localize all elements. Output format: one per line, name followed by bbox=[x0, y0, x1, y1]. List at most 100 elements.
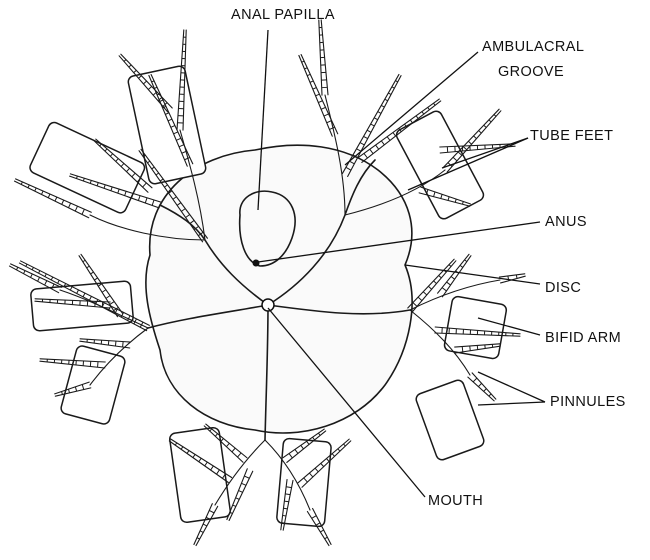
pinnule-segment bbox=[357, 149, 361, 151]
pinnule-segment bbox=[35, 188, 36, 191]
pinnule-segment bbox=[75, 206, 77, 211]
pinnule-segment bbox=[145, 198, 147, 203]
pinnule-segment bbox=[87, 266, 90, 268]
pinnule-segment bbox=[21, 182, 22, 184]
pinnule-segment bbox=[338, 449, 340, 451]
arm-plate bbox=[60, 345, 126, 426]
pinnule-segment bbox=[48, 194, 50, 198]
pinnule-segment bbox=[371, 124, 375, 126]
pinnule-segment bbox=[58, 280, 60, 283]
pinnule-segment bbox=[82, 209, 84, 214]
pinnule-segment bbox=[462, 346, 463, 351]
pinnule-segment bbox=[474, 136, 477, 139]
pinnule-segment bbox=[439, 275, 442, 277]
pinnule-segment bbox=[460, 265, 463, 267]
pinnule-segment bbox=[321, 107, 325, 109]
pinnule-segment bbox=[413, 303, 417, 307]
pinnule-segment bbox=[367, 130, 371, 132]
label-disc: DISC bbox=[545, 280, 581, 296]
label-pinnules: PINNULES bbox=[550, 394, 626, 410]
label-ambulacral: AMBULACRAL bbox=[482, 39, 584, 55]
pinnule-segment bbox=[241, 483, 246, 485]
pinnule-segment bbox=[28, 185, 29, 188]
pinnule-segment bbox=[123, 342, 124, 347]
pinnule-segment bbox=[26, 264, 27, 266]
pinnule-segment bbox=[449, 265, 451, 267]
pinnule-segment bbox=[364, 136, 368, 138]
pinnule-segment bbox=[385, 99, 388, 101]
pinnule-segment bbox=[124, 60, 126, 62]
label-tube-feet: TUBE FEET bbox=[530, 128, 613, 144]
arm-plate bbox=[169, 427, 231, 523]
pinnule-segment bbox=[516, 275, 517, 279]
pinnule-segment bbox=[465, 260, 467, 262]
pinnule-segment bbox=[332, 454, 334, 457]
pinnule-segment bbox=[129, 65, 131, 67]
pinnule-segment bbox=[468, 141, 471, 144]
label-anal-papilla: ANAL PAPILLA bbox=[231, 7, 335, 23]
pinnule-segment bbox=[327, 121, 332, 123]
pinnule-segment bbox=[489, 120, 491, 122]
pinnule-segment bbox=[62, 200, 64, 204]
pinnule-segment bbox=[221, 439, 224, 442]
pinnule-segment bbox=[233, 505, 236, 506]
pinnule-segment bbox=[318, 433, 320, 435]
pinnule-segment bbox=[320, 530, 323, 532]
pinnule-segment bbox=[83, 260, 85, 262]
pinnule-segment bbox=[203, 524, 207, 526]
pinnule-segment bbox=[164, 185, 167, 187]
pinnule-segment bbox=[51, 277, 53, 280]
pinnule-segment bbox=[324, 114, 329, 116]
pinnule-segment bbox=[395, 81, 397, 82]
pinnule-segment bbox=[370, 149, 373, 153]
pinnule-segment bbox=[283, 515, 286, 516]
disc bbox=[146, 145, 412, 433]
pinnule-segment bbox=[442, 288, 446, 291]
label-groove: GROOVE bbox=[498, 64, 564, 80]
pinnule-segment bbox=[45, 281, 47, 285]
pinnule-segment bbox=[307, 74, 310, 75]
pinnule-segment bbox=[433, 103, 435, 105]
pinnule-segment bbox=[473, 378, 477, 382]
label-anus: ANUS bbox=[545, 214, 587, 230]
pinnule-segment bbox=[484, 125, 486, 127]
pinnule-segment bbox=[344, 444, 346, 446]
pinnule-segment bbox=[39, 271, 40, 274]
pinnule-edge bbox=[301, 55, 338, 134]
pinnule-segment bbox=[416, 116, 418, 119]
pinnule-segment bbox=[489, 394, 491, 396]
pinnule-segment bbox=[325, 537, 328, 539]
pinnule-segment bbox=[484, 389, 487, 392]
pinnule-segment bbox=[364, 153, 367, 158]
pinnule-segment bbox=[91, 272, 94, 274]
pinnule-segment bbox=[232, 448, 235, 452]
pinnule-segment bbox=[38, 277, 40, 281]
pinnule-segment bbox=[134, 70, 137, 72]
pinnule-segment bbox=[392, 87, 394, 88]
pinnule-segment bbox=[374, 118, 377, 120]
pinnule-segment bbox=[197, 538, 200, 539]
pinnule-segment bbox=[318, 101, 322, 103]
pinnule-segment bbox=[387, 137, 390, 141]
pinnule-segment bbox=[463, 147, 466, 150]
pinnule-segment bbox=[94, 278, 97, 280]
pinnule-segment bbox=[381, 141, 384, 145]
pinnule-segment bbox=[329, 127, 334, 129]
pinnule-segment bbox=[304, 68, 307, 69]
pinnule-segment bbox=[313, 437, 315, 440]
pinnule-segment bbox=[31, 274, 33, 278]
pinnule-segment bbox=[236, 498, 240, 500]
pinnule-segment bbox=[244, 476, 249, 478]
pinnule-segment bbox=[388, 93, 391, 94]
leader-pinnules-1 bbox=[478, 372, 545, 402]
pinnule-segment bbox=[152, 200, 154, 205]
pinnule-segment bbox=[237, 453, 241, 457]
pinnule-segment bbox=[451, 277, 455, 280]
pinnule-segment bbox=[423, 292, 427, 295]
pinnule-segment bbox=[302, 61, 304, 62]
label-mouth: MOUTH bbox=[428, 493, 483, 509]
pinnule-segment bbox=[376, 145, 379, 149]
pinnule-edge bbox=[472, 373, 496, 399]
